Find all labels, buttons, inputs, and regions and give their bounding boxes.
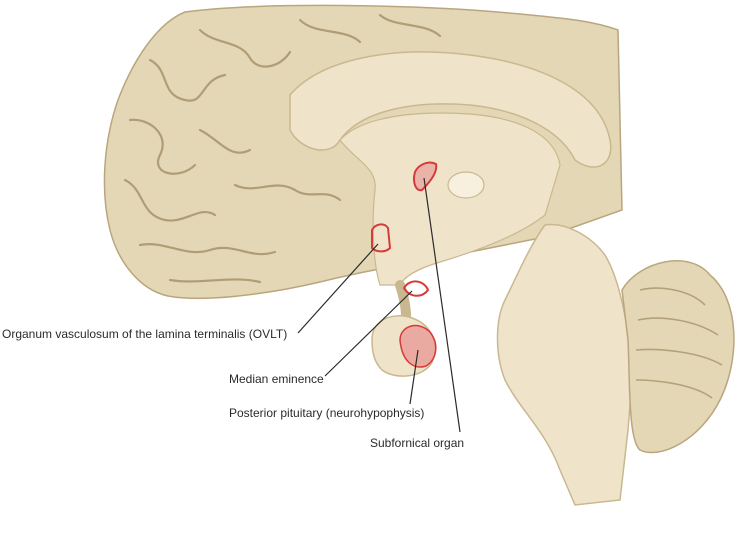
median-eminence-highlight (402, 280, 430, 297)
diencephalon (339, 112, 561, 286)
gyri-sulci (123, 13, 442, 284)
interventricular-foramen (447, 171, 485, 199)
label-ovlt: Organum vasculosum of the lamina termina… (2, 327, 288, 341)
posterior-pituitary-leader-line (409, 349, 419, 405)
brainstem (496, 223, 633, 506)
median-eminence-leader-line (324, 290, 413, 377)
subfornical-organ-leader-line (423, 177, 461, 433)
label-median-eminence: Median eminence (229, 372, 324, 386)
ovlt-leader-line (297, 243, 379, 334)
posterior-pituitary-highlight (399, 324, 437, 368)
subfornical-organ-highlight (412, 161, 438, 192)
corpus-callosum (289, 51, 612, 168)
leader-lines (297, 177, 461, 433)
highlighted-organs (371, 161, 438, 368)
ovlt-highlight (371, 223, 392, 253)
label-posterior-pituitary: Posterior pituitary (neurohypophysis) (229, 406, 425, 420)
cerebellum (621, 260, 735, 454)
cerebellar-folia (635, 287, 723, 399)
label-subfornical-organ: Subfornical organ (370, 436, 465, 450)
